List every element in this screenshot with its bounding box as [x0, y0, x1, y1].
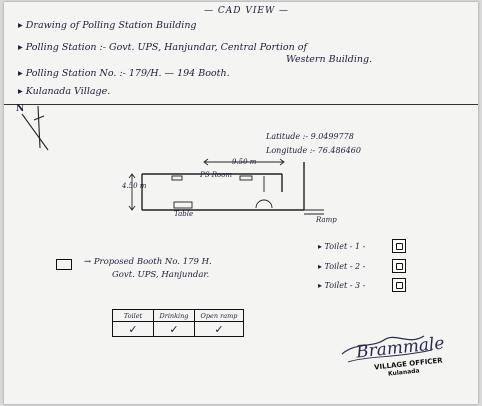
legend-square-icon — [56, 259, 72, 270]
inner-fixtures — [171, 175, 273, 209]
longitude-row: Longitude :- 76.486460 — [266, 146, 361, 155]
document-header: — CAD VIEW — — [204, 6, 290, 16]
width-dimension-line — [203, 158, 285, 166]
ramp-outline — [304, 209, 324, 215]
latitude-row: Latitude :- 9.0499778 — [266, 132, 354, 141]
village-line: ▸ Kulanada Village. — [18, 86, 111, 97]
polling-station-line: ▸ Polling Station :- Govt. UPS, Hanjunda… — [18, 42, 307, 53]
table-row: Toilet Drinking Open ramp — [112, 309, 244, 322]
legend-line-2: Govt. UPS, Hanjundar. — [112, 270, 210, 280]
polling-station-line-continued: Western Building. — [286, 54, 373, 65]
toilet-1-label: ▸ Toilet - 1 - — [318, 242, 366, 251]
signature-flourish — [341, 335, 433, 363]
height-dimension-line — [128, 173, 136, 211]
section-divider — [4, 104, 478, 105]
longitude-value: :- 76.486460 — [309, 146, 361, 155]
legend-line-1: → Proposed Booth No. 179 H. — [84, 257, 212, 267]
north-label: N — [16, 104, 25, 114]
facilities-table: Toilet Drinking Open ramp ✓ ✓ ✓ — [112, 309, 244, 337]
drawing-title-line: ▸ Drawing of Polling Station Building — [18, 20, 197, 31]
longitude-label: Longitude — [266, 146, 308, 155]
north-arrow-icon — [21, 105, 49, 151]
toilet-3-icon — [392, 278, 406, 292]
plan-ramp-label: Ramp — [316, 216, 337, 224]
plan-height-label: 4.50 m — [122, 182, 147, 190]
plan-table-label: Table — [174, 210, 194, 218]
document-page: — CAD VIEW — ▸ Drawing of Polling Statio… — [4, 2, 478, 404]
floor-plan-drawing — [21, 105, 324, 215]
latitude-value: :- 9.0499778 — [302, 132, 354, 141]
table-row: ✓ ✓ ✓ — [112, 321, 244, 337]
table-check-cell: ✓ — [194, 321, 244, 337]
toilet-2-label: ▸ Toilet - 2 - — [318, 262, 366, 271]
plan-width-label: 9.50 m — [232, 158, 257, 166]
toilet-2-icon — [392, 259, 406, 273]
latitude-label: Latitude — [266, 132, 301, 141]
polling-station-number-line: ▸ Polling Station No. :- 179/H. — 194 Bo… — [18, 68, 230, 79]
toilet-3-label: ▸ Toilet - 3 - — [318, 281, 366, 290]
plan-room-label: PS Room — [200, 171, 233, 179]
toilet-1-icon — [392, 239, 406, 253]
building-outline — [141, 162, 305, 211]
